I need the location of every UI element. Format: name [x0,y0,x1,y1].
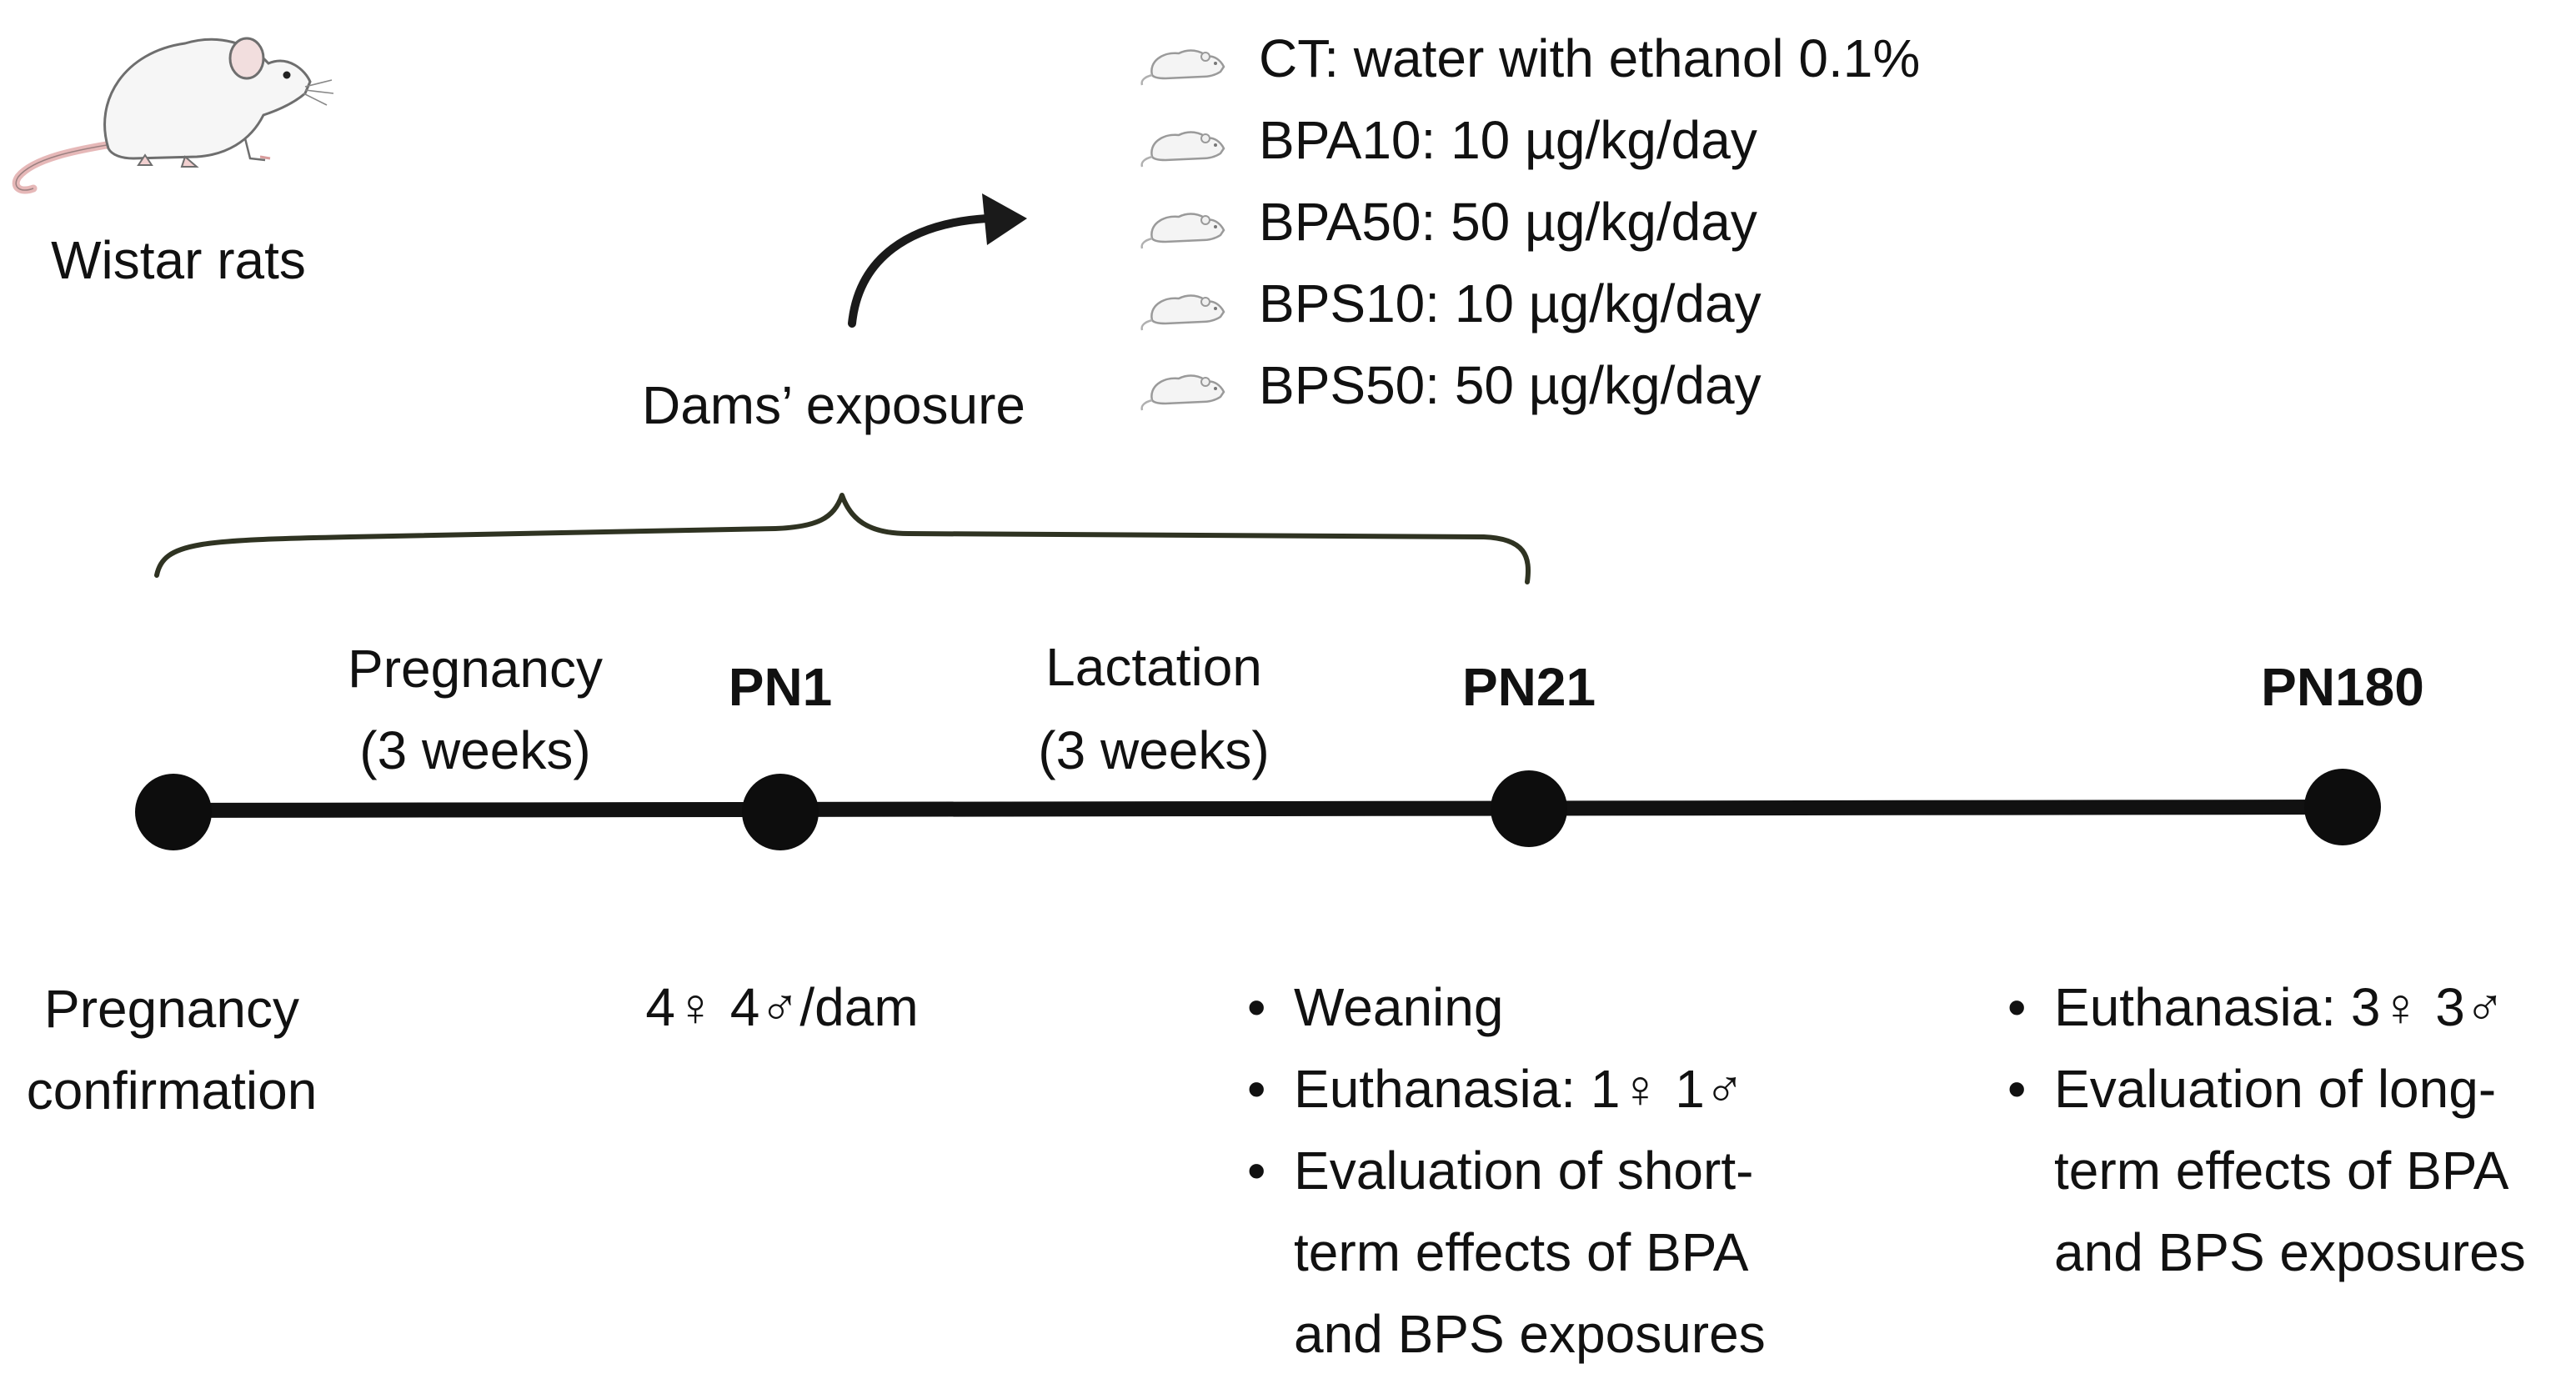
event-pn1-offspring: 4♀ 4♂/dam [645,977,918,1037]
group-item: CT: water with ethanol 0.1% [1259,28,1920,88]
timeline-node-start [135,774,212,850]
treatment-groups: CT: water with ethanol 0.1% BPA10: 10 µg… [1140,28,1920,415]
event-pn180-item: and BPS exposures [2054,1222,2526,1282]
bullet: • [2007,1059,2026,1119]
exposure-brace [154,493,1531,584]
period-pregnancy: Pregnancy [348,639,603,699]
event-pn180-item: Euthanasia: 3♀ 3♂ [2054,977,2505,1037]
bullet: • [2007,977,2026,1037]
event-pn21-item: Euthanasia: 1♀ 1♂ [1294,1059,1745,1119]
timeline [135,769,2381,850]
event-pn21-item: Weaning [1294,977,1503,1037]
rat-icon [1140,49,1225,87]
period-pregnancy-duration: (3 weeks) [359,720,590,780]
rat-illustration [12,37,334,194]
rat-icon [1140,374,1225,412]
exposure-label: Dams’ exposure [642,375,1025,435]
event-start-line: Pregnancy [44,979,299,1039]
event-pn21-item: term effects of BPA [1294,1222,1749,1282]
timeline-line [166,800,2350,818]
group-item: BPA10: 10 µg/kg/day [1259,110,1757,170]
milestone-pn1: PN1 [729,657,833,717]
bullet: • [1247,977,1265,1037]
timeline-node-pn1 [742,774,819,850]
timeline-node-pn21 [1491,770,1567,847]
rat-icon [1140,294,1225,332]
event-pn21-item: Evaluation of short- [1294,1141,1753,1201]
event-pn180-item: Evaluation of long- [2054,1059,2496,1119]
milestone-pn180: PN180 [2261,657,2424,717]
exposure-arrow [848,193,1027,328]
species-label: Wistar rats [51,230,306,290]
bullet: • [1247,1059,1265,1119]
event-start-line: confirmation [27,1061,318,1121]
group-item: BPA50: 50 µg/kg/day [1259,192,1757,252]
event-pn180-list: • Euthanasia: 3♀ 3♂ • Evaluation of long… [2007,977,2526,1282]
rat-icon [1140,131,1225,168]
group-item: BPS50: 50 µg/kg/day [1259,355,1762,415]
period-lactation-duration: (3 weeks) [1038,720,1269,780]
rat-icon [1140,213,1225,250]
milestone-pn21: PN21 [1462,657,1596,717]
event-pn21-list: • Weaning • Euthanasia: 1♀ 1♂ • Evaluati… [1247,977,1766,1364]
event-pn21-item: and BPS exposures [1294,1304,1766,1364]
period-lactation: Lactation [1045,637,1262,697]
timeline-node-pn180 [2304,769,2381,845]
bullet: • [1247,1141,1265,1201]
event-pn180-item: term effects of BPA [2054,1141,2509,1201]
group-item: BPS10: 10 µg/kg/day [1259,273,1762,333]
